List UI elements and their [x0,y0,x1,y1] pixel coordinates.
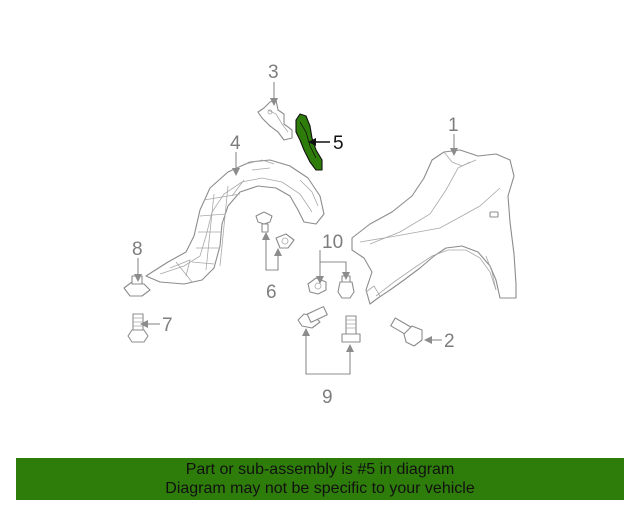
arrowheads [134,98,458,352]
caption-line-2: Diagram may not be specific to your vehi… [165,480,475,497]
callout-7: 7 [162,315,173,336]
part-3-bracket [257,99,293,141]
callout-2: 2 [444,331,455,352]
part-6-clip-lower [275,233,295,249]
caption-line-1: Part or sub-assembly is #5 in diagram [185,461,455,478]
callout-numbers: 1 2 3 4 5 6 7 8 9 10 [132,62,459,408]
part-2-bolt [390,317,423,347]
part-9-bolt-left [297,306,328,329]
callout-1: 1 [448,115,459,136]
part-10-clip-left [307,277,327,295]
callout-4: 4 [230,133,241,154]
callout-6: 6 [266,282,277,303]
part-7-bolt [127,313,149,343]
part-1-fender [351,149,517,305]
callout-10: 10 [322,232,343,253]
part-9-bolt-right [341,315,361,343]
callout-8: 8 [132,239,143,260]
callout-5: 5 [333,133,344,154]
part-6-clip-upper [255,211,273,233]
callout-3: 3 [268,62,279,83]
part-4-fender-liner [145,159,325,285]
caption-banner: Part or sub-assembly is #5 in diagram Di… [16,458,624,500]
callout-9: 9 [322,387,333,408]
